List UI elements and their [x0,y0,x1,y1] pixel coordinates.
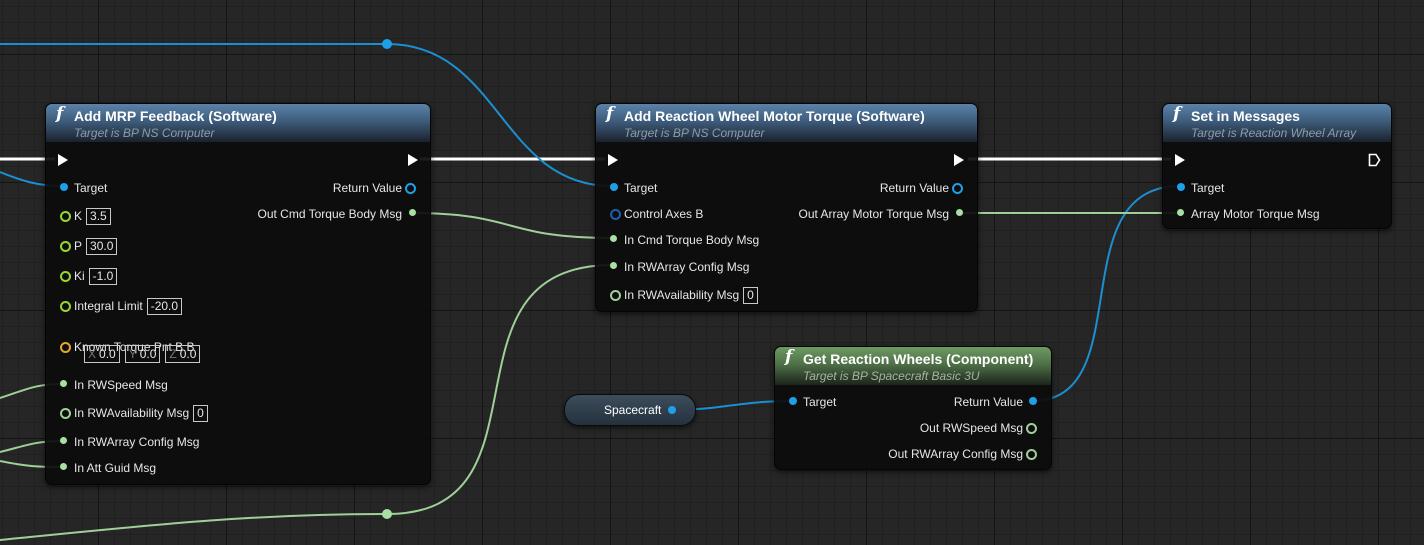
pin-target[interactable]: Target [785,392,836,412]
struct-pin-icon [610,262,617,269]
k-value-field[interactable]: 3.5 [86,208,111,226]
node-subtitle: Target is BP NS Computer [74,126,215,140]
struct-pin-icon [956,209,963,216]
node-header[interactable]: f Set in Messages Target is Reaction Whe… [1163,104,1391,142]
object-wire [1031,185,1181,402]
node-subtitle: Target is BP NS Computer [624,126,765,140]
struct-pin-icon [610,235,617,242]
rwavailability-value-field[interactable]: 0 [193,405,208,423]
node-title: Set in Messages [1191,108,1300,124]
exec-in-pin-icon[interactable] [58,154,68,166]
pin-out-cmd-torque[interactable]: Out Cmd Torque Body Msg [257,204,420,224]
struct-pin-icon [1026,449,1037,460]
rwavailability-value-field[interactable]: 0 [743,287,758,305]
node-header[interactable]: f Add MRP Feedback (Software) Target is … [46,104,430,142]
node-title: Add Reaction Wheel Motor Torque (Softwar… [624,108,925,124]
float-pin-icon [60,301,71,312]
function-icon: f [56,104,64,124]
pin-integral-limit[interactable]: Integral Limit-20.0 [56,296,183,316]
object-pin-icon [405,183,416,194]
pin-in-att-guid[interactable]: In Att Guid Msg [56,458,156,478]
object-wire [386,43,613,187]
pin-array-motor-torque[interactable]: Array Motor Torque Msg [1173,204,1320,224]
exec-in-pin-icon[interactable] [1175,154,1185,166]
float-pin-icon [60,241,71,252]
struct-pin-icon [409,209,416,216]
node-add-rw-motor-torque[interactable]: f Add Reaction Wheel Motor Torque (Softw… [595,103,978,312]
pin-target[interactable]: Target [56,178,107,198]
reroute-knot-struct[interactable] [382,509,392,519]
struct-pin-icon [60,463,67,470]
pin-return-value[interactable]: Return Value [333,178,420,198]
struct-pin-icon [60,437,67,444]
float-pin-icon [60,211,71,222]
struct-pin-icon [60,408,71,419]
struct-pin-icon [1177,209,1184,216]
node-title: Add MRP Feedback (Software) [74,108,277,124]
pin-in-cmd-torque[interactable]: In Cmd Torque Body Msg [606,230,759,250]
pin-target[interactable]: Target [1173,178,1224,198]
variable-label: Spacecraft [604,403,662,417]
struct-pin-icon [610,290,621,301]
pin-target[interactable]: Target [606,178,657,198]
struct-pin-icon [60,380,67,387]
object-pin-icon [1177,183,1185,191]
pin-control-axes[interactable]: Control Axes B [606,204,703,224]
node-header[interactable]: f Add Reaction Wheel Motor Torque (Softw… [596,104,977,142]
object-pin-icon [1029,397,1037,405]
integral-limit-value-field[interactable]: -20.0 [146,298,183,316]
object-pin-icon[interactable] [668,406,676,414]
pin-in-rwarray-config[interactable]: In RWArray Config Msg [56,432,199,452]
node-get-reaction-wheels[interactable]: f Get Reaction Wheels (Component) Target… [774,346,1052,470]
exec-out-pin-icon[interactable] [1368,153,1381,167]
pin-out-rwspeed[interactable]: Out RWSpeed Msg [920,418,1041,438]
object-pin-icon [60,183,68,191]
struct-pin-icon [1026,423,1037,434]
pin-ki[interactable]: Ki-1.0 [56,266,118,286]
function-icon: f [785,347,793,367]
ki-value-field[interactable]: -1.0 [88,268,118,286]
variable-spacecraft[interactable]: Spacecraft [564,394,696,426]
pin-in-rwarray-config[interactable]: In RWArray Config Msg [606,257,749,277]
struct-pin-icon [610,209,621,220]
exec-out-pin-icon[interactable] [954,154,964,166]
object-pin-icon [952,183,963,194]
struct-wire [409,212,614,239]
pin-in-rwspeed[interactable]: In RWSpeed Msg [56,375,168,395]
reroute-knot-object[interactable] [382,39,392,49]
function-icon: f [1173,104,1181,124]
node-subtitle: Target is BP Spacecraft Basic 3U [803,369,980,383]
exec-in-pin-icon[interactable] [608,154,618,166]
struct-wire [386,264,614,515]
node-set-in-messages[interactable]: f Set in Messages Target is Reaction Whe… [1162,103,1392,229]
node-title: Get Reaction Wheels (Component) [803,351,1034,367]
node-subtitle: Target is Reaction Wheel Array [1191,126,1357,140]
exec-out-pin-icon[interactable] [408,154,418,166]
pin-return-value[interactable]: Return Value [954,392,1041,412]
node-add-mrp-feedback[interactable]: f Add MRP Feedback (Software) Target is … [45,103,431,485]
p-value-field[interactable]: 30.0 [86,238,118,256]
node-header[interactable]: f Get Reaction Wheels (Component) Target… [775,347,1051,385]
pin-known-torque[interactable]: Known Torque Pnt B B [56,337,195,357]
object-pin-icon [610,183,618,191]
function-icon: f [606,104,614,124]
pin-return-value[interactable]: Return Value [880,178,967,198]
vector-pin-icon [60,342,71,353]
pin-out-array-motor-torque[interactable]: Out Array Motor Torque Msg [798,204,967,224]
pin-out-rwarray-config[interactable]: Out RWArray Config Msg [888,444,1041,464]
struct-wire [0,513,388,541]
object-pin-icon [789,397,797,405]
float-pin-icon [60,271,71,282]
